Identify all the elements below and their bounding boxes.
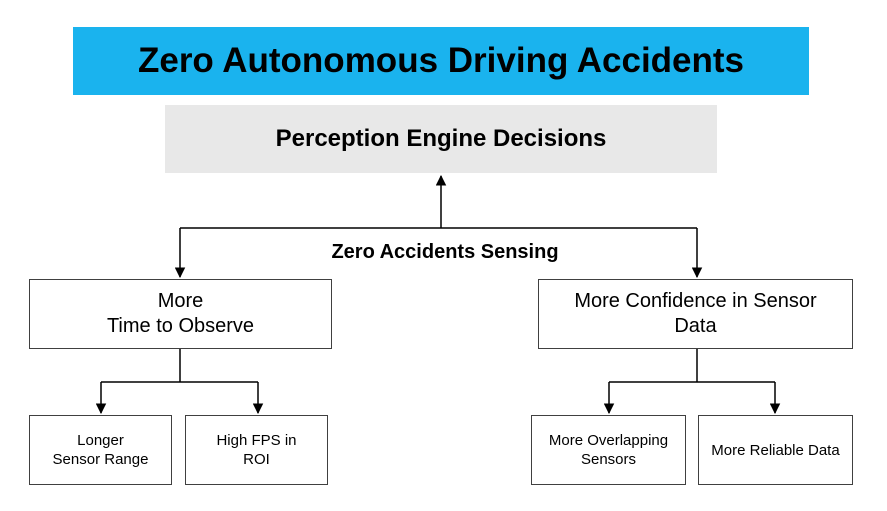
- title-banner: Zero Autonomous Driving Accidents: [73, 27, 809, 95]
- sensing-label: Zero Accidents Sensing: [331, 240, 559, 263]
- more-confidence-box: More Confidence in Sensor Data: [538, 279, 853, 349]
- high-fps-box: High FPS in ROI: [185, 415, 328, 485]
- overlapping-sensors-box: More Overlapping Sensors: [531, 415, 686, 485]
- reliable-data-box: More Reliable Data: [698, 415, 853, 485]
- more-time-box: More Time to Observe: [29, 279, 332, 349]
- longer-sensor-range-box: Longer Sensor Range: [29, 415, 172, 485]
- perception-box: Perception Engine Decisions: [165, 105, 717, 173]
